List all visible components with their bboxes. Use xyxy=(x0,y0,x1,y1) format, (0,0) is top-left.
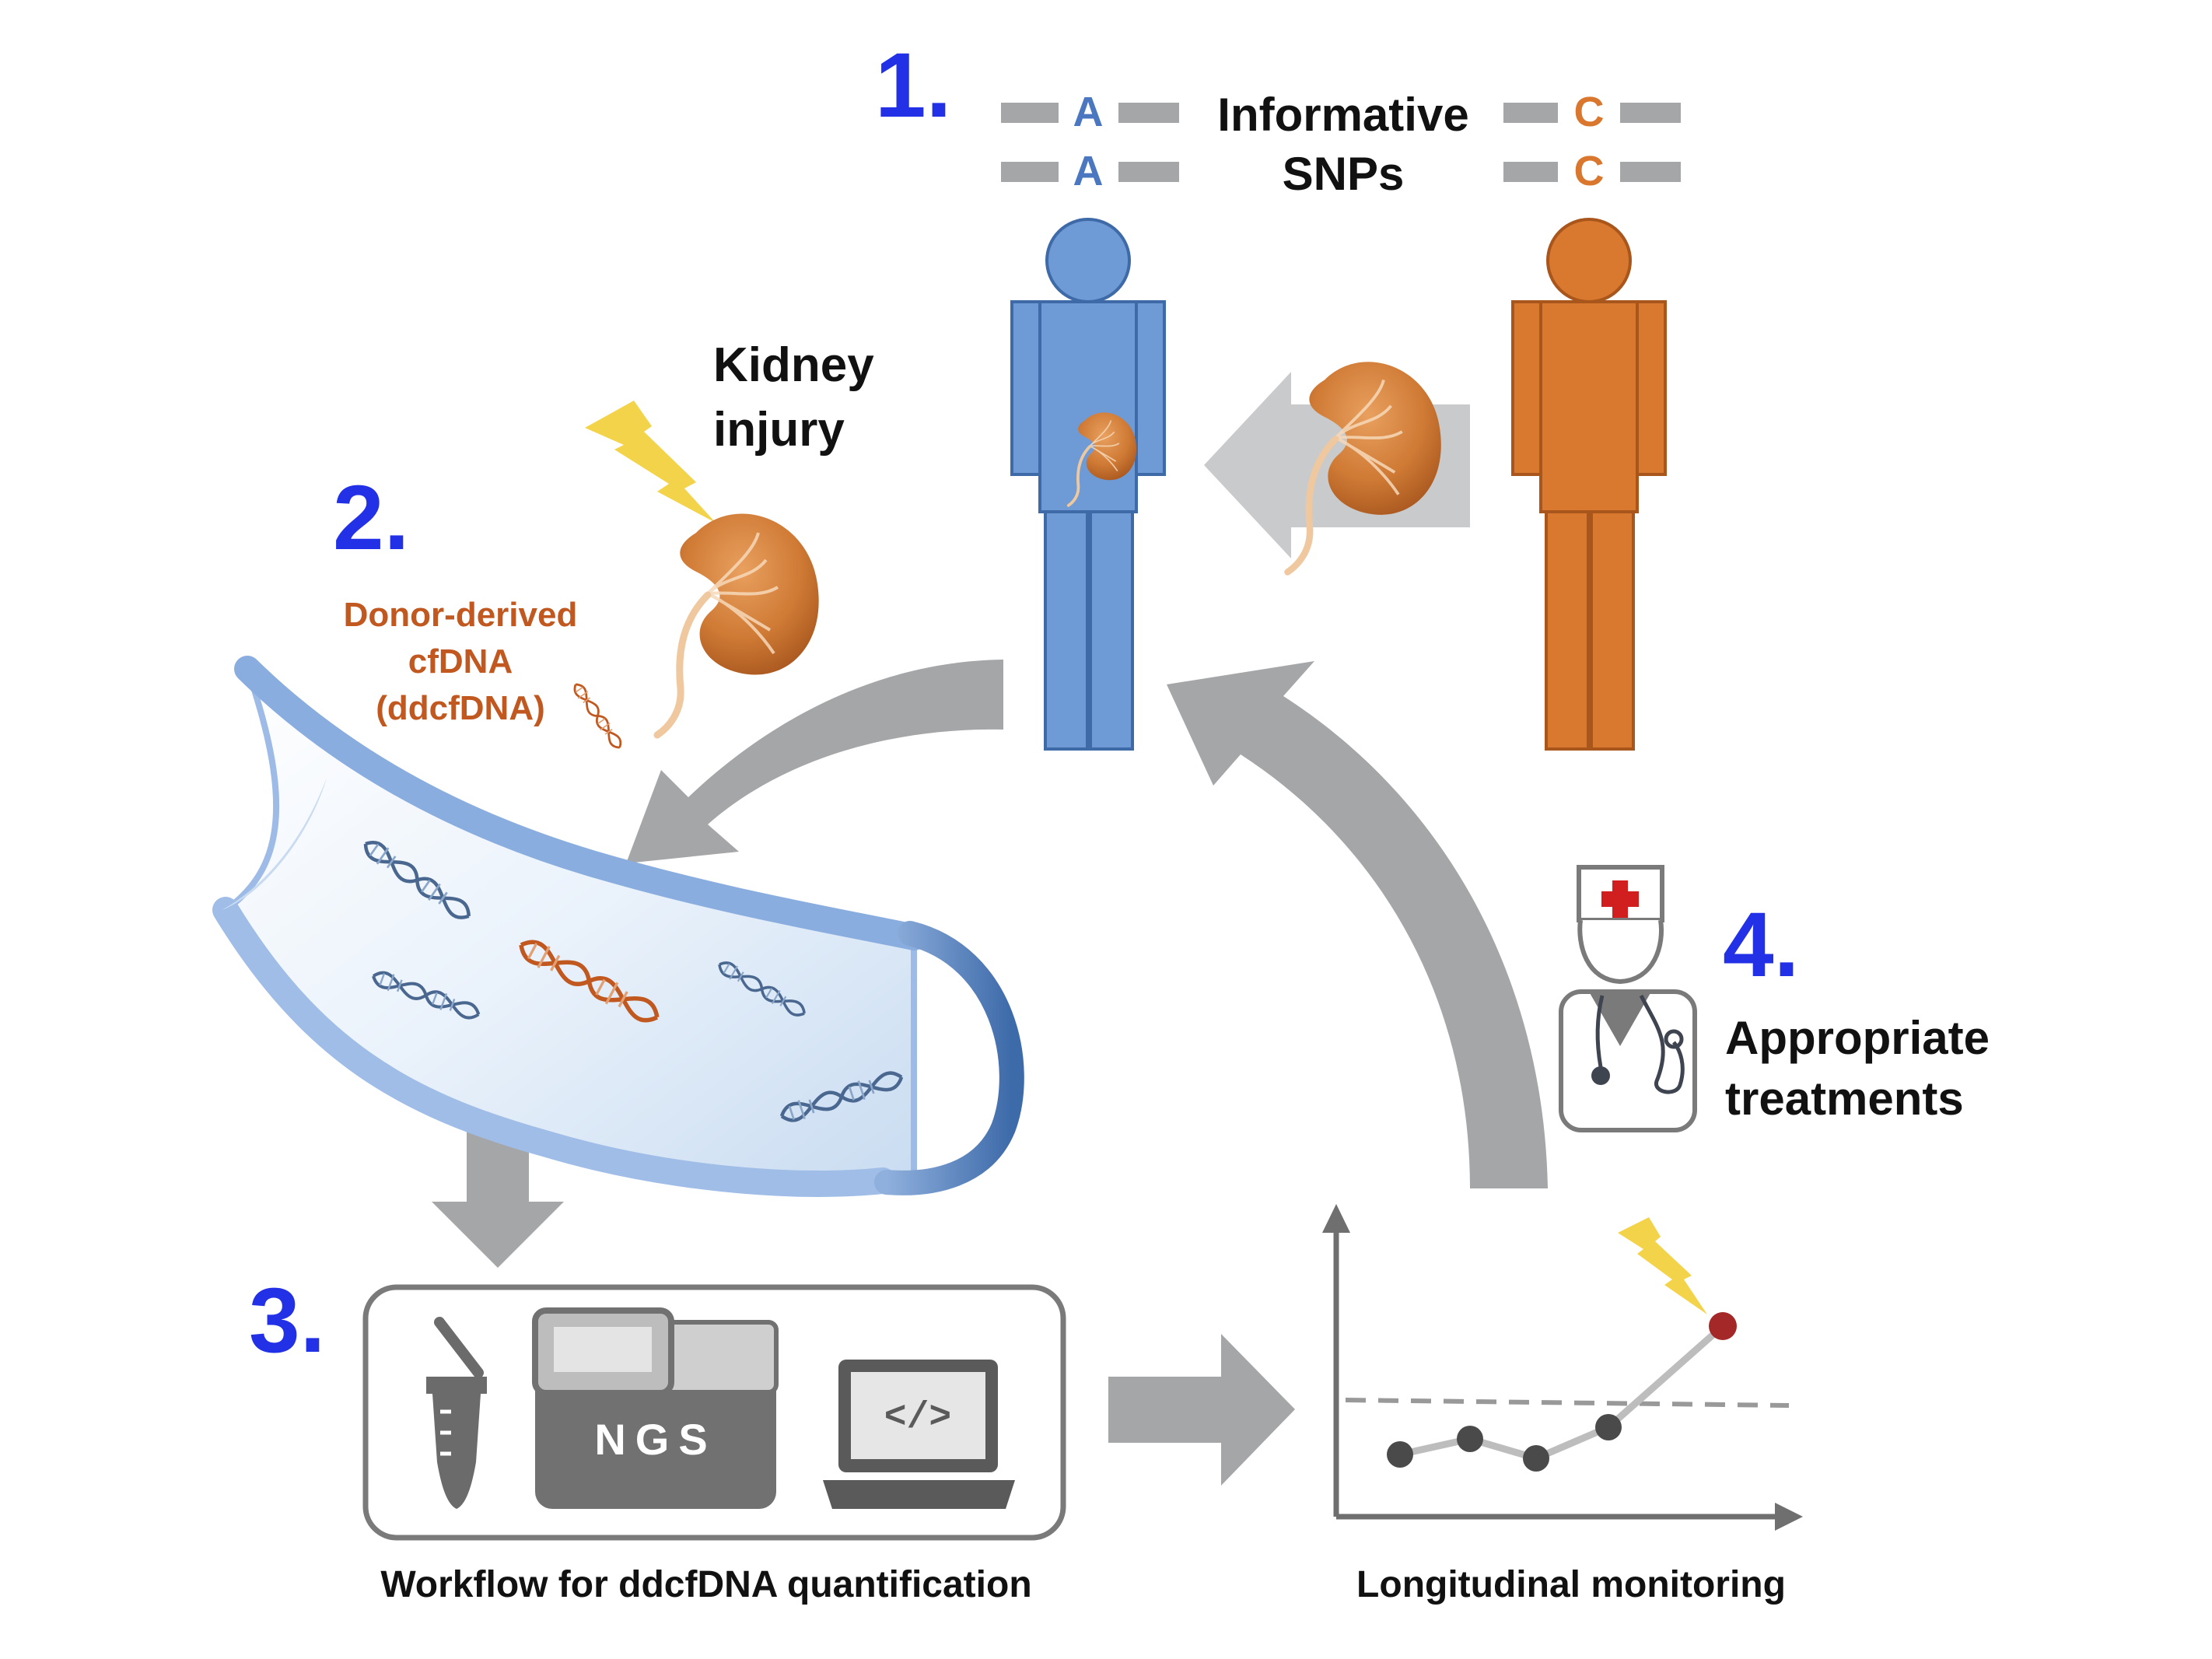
sequencer-icon: NGS xyxy=(532,1307,779,1509)
dna-icon xyxy=(569,680,626,752)
step-number-4: 4. xyxy=(1723,894,1799,996)
trend-line xyxy=(1399,1323,1725,1462)
workflow-caption: Workflow for ddcfDNA quantification xyxy=(380,1564,1031,1605)
arrow-vessel-to-workflow xyxy=(432,1112,564,1268)
arrow-workflow-to-monitoring xyxy=(1108,1334,1295,1486)
monitoring-caption: Longitudinal monitoring xyxy=(1356,1564,1786,1605)
treatment-line1: Appropriate xyxy=(1725,1012,1990,1064)
donor-allele-2: C xyxy=(1574,148,1605,194)
ddcfdna-label-line1: Donor-derived xyxy=(344,596,578,634)
data-point xyxy=(1387,1441,1413,1468)
recipient-figure xyxy=(1010,218,1166,751)
monitoring-chart xyxy=(1322,1204,1803,1531)
donor-allele-1: C xyxy=(1574,89,1605,135)
donor-figure xyxy=(1511,218,1667,751)
lightning-icon xyxy=(1618,1217,1707,1314)
kidney-injury-line1: Kidney xyxy=(713,338,874,392)
step-number-1: 1. xyxy=(875,34,951,137)
cycle-arrow-to-recipient xyxy=(1167,661,1548,1188)
step-number-2: 2. xyxy=(333,467,409,569)
blood-vessel xyxy=(212,656,1024,1197)
treatment-line2: treatments xyxy=(1725,1073,1964,1125)
recipient-snp-alleles: A A xyxy=(1001,89,1179,194)
cycle-arrow-to-vessel xyxy=(626,660,1003,863)
donor-snp-alleles: C C xyxy=(1503,89,1681,194)
threshold-line xyxy=(1345,1398,1790,1408)
laptop-icon: </> xyxy=(823,1360,1015,1509)
ngs-label: NGS xyxy=(594,1415,716,1464)
ddcfdna-label-line3: (ddcfDNA) xyxy=(376,689,545,727)
doctor-icon xyxy=(1559,865,1697,1132)
step-number-3: 3. xyxy=(249,1269,325,1372)
data-point xyxy=(1523,1445,1549,1472)
code-label: </> xyxy=(884,1397,951,1439)
injured-kidney-icon xyxy=(657,514,819,735)
data-point xyxy=(1595,1414,1622,1440)
lightning-icon xyxy=(585,401,716,523)
recipient-allele-1: A xyxy=(1073,89,1104,135)
kidney-injury-line2: injury xyxy=(713,403,845,457)
ddcfdna-label-line2: cfDNA xyxy=(408,642,513,681)
data-point xyxy=(1457,1426,1483,1452)
workflow-box: NGS </> xyxy=(362,1284,1066,1541)
recipient-allele-2: A xyxy=(1073,148,1104,194)
alert-data-point xyxy=(1709,1312,1737,1340)
test-tube-icon xyxy=(426,1317,487,1509)
snp-label-line2: SNPs xyxy=(1283,148,1405,200)
snp-label-line1: Informative xyxy=(1217,89,1468,141)
